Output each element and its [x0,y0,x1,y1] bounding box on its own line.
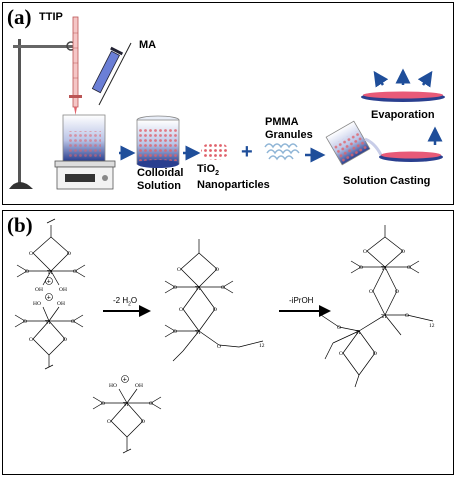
ttip-label: TTIP [39,11,63,23]
pmma-label-2: Granules [265,129,313,141]
ti-product [320,225,434,388]
svg-text:HO: HO [109,383,117,389]
ti-atom: Ti [47,269,53,276]
evaporation-label: Evaporation [371,109,435,121]
svg-text:O: O [337,325,341,331]
svg-text:O: O [339,351,343,357]
pouring-beaker [325,120,371,166]
evaporation-dish [361,91,445,102]
svg-text:O: O [71,319,75,325]
svg-text:OH: OH [57,301,65,307]
svg-text:O: O [401,249,405,255]
svg-text:O: O [25,269,29,275]
svg-text:O: O [407,265,411,271]
svg-text:O: O [67,251,71,257]
ti-atom: Ti [45,319,51,326]
svg-text:O: O [149,401,153,407]
svg-text:O: O [221,285,225,291]
step1-label: -2 H2O [113,296,138,308]
svg-text:O: O [395,289,399,295]
ti-complex-1 [16,218,86,286]
svg-text:O: O [215,267,219,273]
svg-text:12: 12 [429,323,435,329]
panel-a-label: (a) [7,5,32,29]
svg-text:OH: OH [59,287,67,293]
ti-atom: Ti [381,313,387,320]
ti-atom: Ti [355,329,361,336]
svg-text:12: 12 [259,343,265,349]
panel-b: Ti Ti Ti Ti Ti Ti Ti Ti O O O O OH OH HO OH … [2,210,454,475]
ti-complex-3 [92,388,162,454]
svg-text:+: + [47,295,51,302]
svg-text:O: O [173,329,177,335]
svg-text:O: O [177,267,181,273]
svg-text:OH: OH [135,383,143,389]
svg-text:O: O [23,319,27,325]
colloidal-label-2: Solution [137,180,181,192]
tio2-nanoparticles [201,142,229,160]
process-schematic [9,16,445,190]
svg-text:O: O [173,285,177,291]
svg-text:O: O [373,351,377,357]
colloidal-beaker [136,115,180,168]
svg-text:O: O [73,269,77,275]
reaction-scheme: Ti Ti Ti Ti Ti Ti Ti Ti O O O O OH OH HO OH … [14,218,435,454]
ma-syringe [91,42,132,106]
pmma-granules [264,143,300,161]
svg-text:O: O [179,307,183,313]
reaction-beaker [62,114,106,162]
panel-b-label: (b) [7,213,33,237]
hot-plate [54,160,116,190]
tio2-label: TiO2 [197,163,220,178]
ti-atom-labels: Ti Ti Ti Ti Ti Ti Ti Ti [45,265,387,408]
svg-text:O: O [359,265,363,271]
svg-text:O: O [217,344,221,350]
panel-a: (a) TTIP MA Colloidal Solution TiO2 Nano… [2,2,454,205]
ti-atom: Ti [123,401,129,408]
svg-text:+: + [123,377,127,384]
pour-stream [364,137,383,156]
colloidal-label-1: Colloidal [137,167,184,179]
svg-text:+: + [47,279,51,286]
svg-text:O: O [213,307,217,313]
ti-atom: Ti [195,329,201,336]
svg-text:O: O [29,337,33,343]
vapor-arrows [373,68,433,88]
ti-complex-2 [14,306,84,370]
ti-atom: Ti [381,265,387,272]
svg-text:O: O [101,401,105,407]
ttip-burette [69,16,82,115]
ma-label: MA [139,39,157,51]
svg-text:O: O [29,251,33,257]
svg-text:O: O [107,419,111,425]
pmma-label-1: PMMA [265,116,299,128]
step2-label: -iPrOH [289,296,314,305]
svg-text:O: O [141,419,145,425]
charge-signs: + + + [45,277,129,384]
ti-dimer [164,239,264,362]
svg-text:HO: HO [33,301,41,307]
svg-text:O: O [405,313,409,319]
oxygen-labels: O O O O OH OH HO OH O O O O O O O O O O O O HO OH O… [23,249,435,425]
svg-text:OH: OH [35,287,43,293]
casting-dish [379,151,443,162]
ti-atom: Ti [195,285,201,292]
svg-text:O: O [369,289,373,295]
nanoparticles-label: Nanoparticles [197,179,270,191]
solution-casting-label: Solution Casting [343,175,431,187]
svg-text:O: O [363,249,367,255]
plus-sign: + [241,141,253,163]
svg-text:O: O [63,337,67,343]
